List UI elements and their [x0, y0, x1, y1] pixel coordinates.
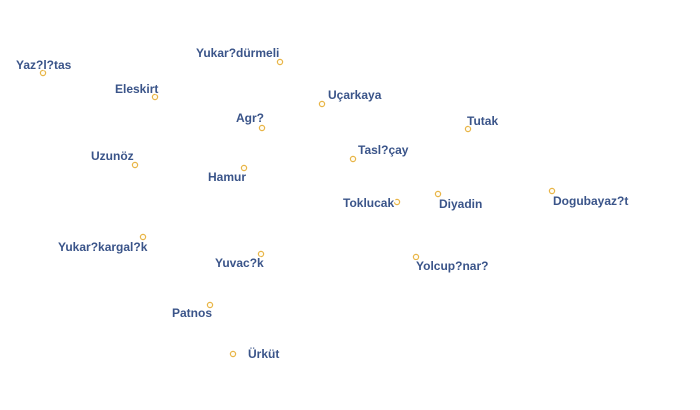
- place-label[interactable]: Patnos: [171, 305, 214, 322]
- place-marker-icon[interactable]: [139, 233, 147, 241]
- place-marker-icon[interactable]: [318, 100, 326, 108]
- place-eleskirt[interactable]: Eleskirt: [114, 81, 160, 101]
- place-uzuno-z[interactable]: Uzunöz: [90, 148, 139, 169]
- place-yukar-kargal-k[interactable]: Yukar?kargal?k: [57, 233, 150, 256]
- place-label[interactable]: Yaz?l?tas: [15, 57, 74, 74]
- place-marker-icon[interactable]: [548, 187, 556, 195]
- place-agr[interactable]: Agr?: [235, 110, 266, 132]
- place-label[interactable]: Tasl?çay: [357, 142, 411, 159]
- place-yukar-du-rmeli[interactable]: Yukar?dürmeli: [195, 45, 284, 66]
- place-hamur[interactable]: Hamur: [207, 164, 248, 186]
- place-label[interactable]: Yolcup?nar?: [415, 258, 490, 275]
- place-label[interactable]: Ürküt: [247, 345, 281, 363]
- place-marker-icon[interactable]: [229, 350, 237, 358]
- place-yuvac-k[interactable]: Yuvac?k: [214, 250, 266, 272]
- place-yolcup-nar[interactable]: Yolcup?nar?: [412, 253, 490, 275]
- place-marker-icon[interactable]: [464, 125, 472, 133]
- place-marker-icon[interactable]: [240, 164, 248, 172]
- place-label[interactable]: Agr?: [235, 110, 266, 127]
- place-yaz-l-tas[interactable]: Yaz?l?tas: [15, 57, 74, 77]
- place-label[interactable]: Eleskirt: [114, 81, 160, 98]
- place-label[interactable]: Toklucak: [342, 195, 396, 212]
- place-label[interactable]: Yukar?dürmeli: [195, 45, 281, 62]
- place-label[interactable]: Yuvac?k: [214, 255, 266, 272]
- place-label[interactable]: Yukar?kargal?k: [57, 239, 150, 256]
- place-marker-icon[interactable]: [412, 253, 420, 261]
- place-diyadin[interactable]: Diyadin: [434, 190, 484, 213]
- place-label[interactable]: Uzunöz: [90, 148, 136, 165]
- place-tutak[interactable]: Tutak: [464, 113, 500, 133]
- place-label[interactable]: Diyadin: [438, 196, 484, 213]
- place-label[interactable]: Hamur: [207, 169, 248, 186]
- place-marker-icon[interactable]: [151, 93, 159, 101]
- place-label[interactable]: Uçarkaya: [327, 87, 384, 104]
- place-marker-icon[interactable]: [393, 198, 401, 206]
- place-marker-icon[interactable]: [39, 69, 47, 77]
- place-dogubayaz-t[interactable]: Dogubayaz?t: [548, 187, 630, 210]
- place-marker-icon[interactable]: [257, 250, 265, 258]
- place-toklucak[interactable]: Toklucak: [342, 195, 401, 212]
- place-marker-icon[interactable]: [434, 190, 442, 198]
- place-u-rku-t[interactable]: Ürküt: [229, 345, 281, 363]
- place-marker-icon[interactable]: [276, 58, 284, 66]
- place-marker-icon[interactable]: [258, 124, 266, 132]
- place-label[interactable]: Dogubayaz?t: [552, 193, 630, 210]
- place-marker-icon[interactable]: [131, 161, 139, 169]
- place-label[interactable]: Tutak: [466, 113, 500, 130]
- place-marker-icon[interactable]: [349, 155, 357, 163]
- place-patnos[interactable]: Patnos: [171, 301, 214, 322]
- place-marker-icon[interactable]: [206, 301, 214, 309]
- place-tasl-c-ay[interactable]: Tasl?çay: [349, 142, 411, 163]
- place-uc-arkaya[interactable]: Uçarkaya: [318, 87, 384, 108]
